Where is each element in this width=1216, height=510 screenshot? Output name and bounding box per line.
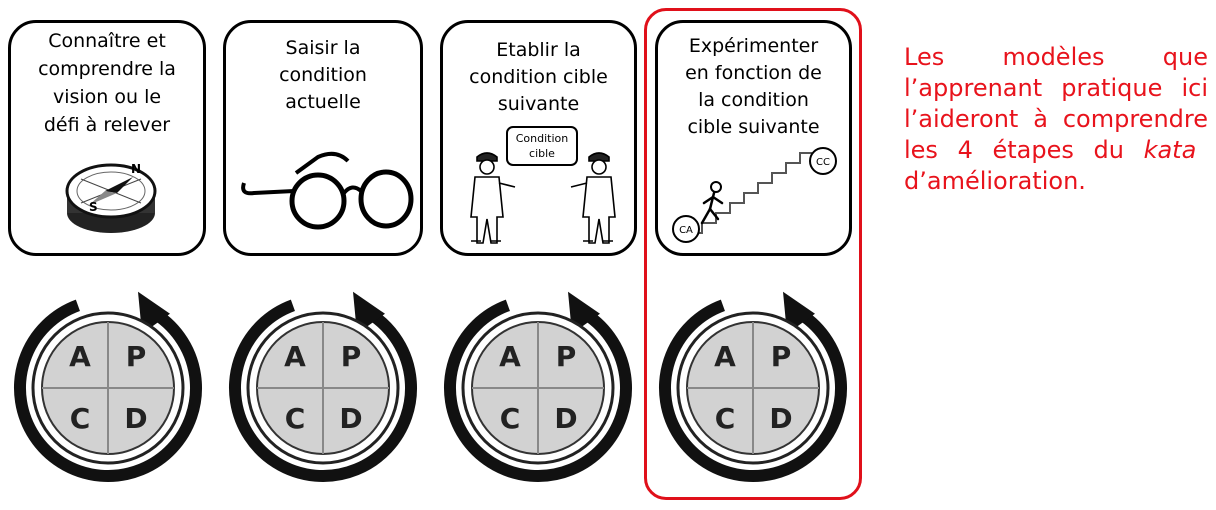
cycle-letter-bottom-left: C	[715, 402, 736, 435]
end-label: CC	[816, 157, 830, 168]
highlight-frame	[644, 8, 862, 500]
cycle-arrow-ring	[229, 299, 417, 482]
step-title: Saisir la condition actuelle	[279, 37, 367, 113]
cycle-arrow-ring	[659, 299, 847, 482]
explanation-note: Les modèles que l’apprenant pratique ici…	[904, 42, 1208, 197]
cycle-letter-top-left: A	[69, 340, 91, 373]
cycle-arrow-ring	[444, 299, 632, 482]
step-title: Expérimenter en fonction de la condition…	[685, 35, 822, 138]
cycle-letter-top-right: P	[341, 340, 362, 373]
start-label: CA	[679, 225, 693, 236]
cycle-letter-top-left: A	[499, 340, 521, 373]
cycle-letter-top-left: A	[714, 340, 736, 373]
note-line-5: d’amélioration.	[904, 167, 1086, 195]
svg-text:N: N	[131, 162, 141, 176]
sign-label-line2: cible	[529, 147, 555, 160]
note-kata: kata	[1143, 136, 1197, 164]
cycle-letter-bottom-left: C	[70, 402, 91, 435]
two-people-icon: Condition cible	[470, 126, 616, 244]
step-card-experiment: Expérimenter en fonction de la condition…	[655, 20, 852, 256]
svg-text:S: S	[89, 200, 98, 214]
cycle-letter-bottom-right: D	[554, 402, 577, 435]
cycle-letter-top-right: P	[126, 340, 147, 373]
compass-icon: N S	[65, 162, 157, 233]
glasses-icon	[241, 151, 414, 230]
note-line-4-text: les 4 étapes du	[904, 136, 1144, 164]
cycle-letter-bottom-right: D	[339, 402, 362, 435]
cycle-letter-bottom-right: D	[124, 402, 147, 435]
step-title: Etablir la condition cible suivante	[469, 39, 608, 115]
cycle-letter-top-right: P	[556, 340, 577, 373]
note-line-1: Les modèles que	[904, 43, 1208, 71]
note-line-4: les 4 étapes du kata	[904, 135, 1208, 166]
step-title: Connaître et comprendre la vision ou le …	[38, 30, 176, 136]
step-card-target-condition: Etablir la condition cible suivante Cond…	[440, 20, 637, 256]
cycle-letter-bottom-left: C	[500, 402, 521, 435]
sign-label-line1: Condition	[516, 132, 569, 145]
cycle-letter-bottom-right: D	[769, 402, 792, 435]
staircase-icon: CA CC	[672, 147, 837, 243]
step-card-current-condition: Saisir la condition actuelle	[223, 20, 423, 256]
note-line-2: l’apprenant pratique ici	[904, 74, 1208, 102]
step-card-vision: Connaître et comprendre la vision ou le …	[8, 20, 206, 256]
cycle-arrow-ring	[14, 299, 202, 482]
cycle-letter-top-right: P	[771, 340, 792, 373]
note-line-3: l’aideront à comprendre	[904, 105, 1208, 133]
cycle-letter-bottom-left: C	[285, 402, 306, 435]
cycle-letter-top-left: A	[284, 340, 306, 373]
